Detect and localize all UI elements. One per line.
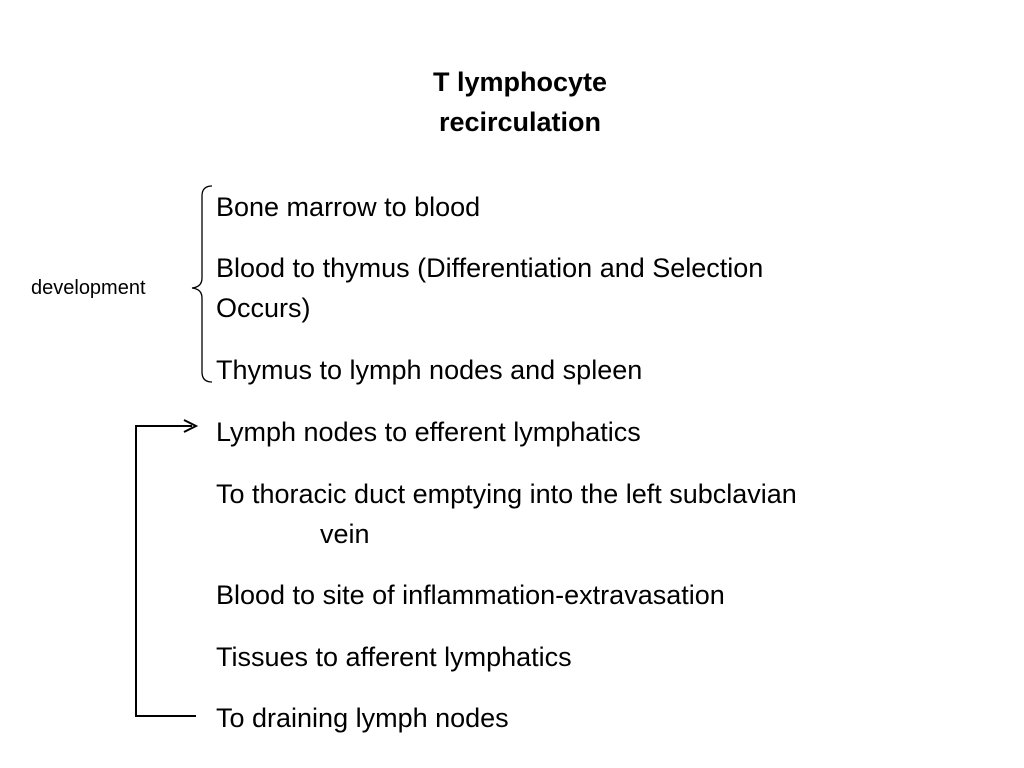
list-item-blood-to-thymus-line2: Occurs) bbox=[216, 293, 311, 323]
list-item-thoracic-duct-line2: vein bbox=[320, 519, 370, 549]
title-line-2: recirculation bbox=[438, 107, 602, 137]
list-item-draining-lymph: To draining lymph nodes bbox=[216, 703, 509, 733]
list-item-blood-to-thymus: Blood to thymus (Differentiation and Sel… bbox=[216, 248, 763, 328]
list-item-thymus-to-lymph: Thymus to lymph nodes and spleen bbox=[216, 355, 643, 385]
list-item-inflammation: Blood to site of inflammation-extravasat… bbox=[216, 580, 725, 610]
development-label: development bbox=[31, 277, 146, 299]
title-line-1: T lymphocyte bbox=[432, 67, 608, 97]
list-item-afferent: Tissues to afferent lymphatics bbox=[216, 642, 572, 672]
recirculation-arrow-head bbox=[183, 419, 199, 433]
slide-title: T lymphocyte recirculation bbox=[0, 62, 1024, 142]
development-brace bbox=[191, 185, 213, 383]
list-item-thoracic-duct: To thoracic duct emptying into the left … bbox=[216, 474, 797, 554]
recirculation-loop-line bbox=[135, 425, 196, 717]
list-item-thoracic-duct-line1: To thoracic duct emptying into the left … bbox=[216, 479, 797, 509]
list-item-blood-to-thymus-line1: Blood to thymus (Differentiation and Sel… bbox=[216, 253, 764, 283]
list-item-bone-marrow: Bone marrow to blood bbox=[216, 192, 481, 222]
list-item-lymph-nodes-efferent: Lymph nodes to efferent lymphatics bbox=[216, 417, 641, 447]
